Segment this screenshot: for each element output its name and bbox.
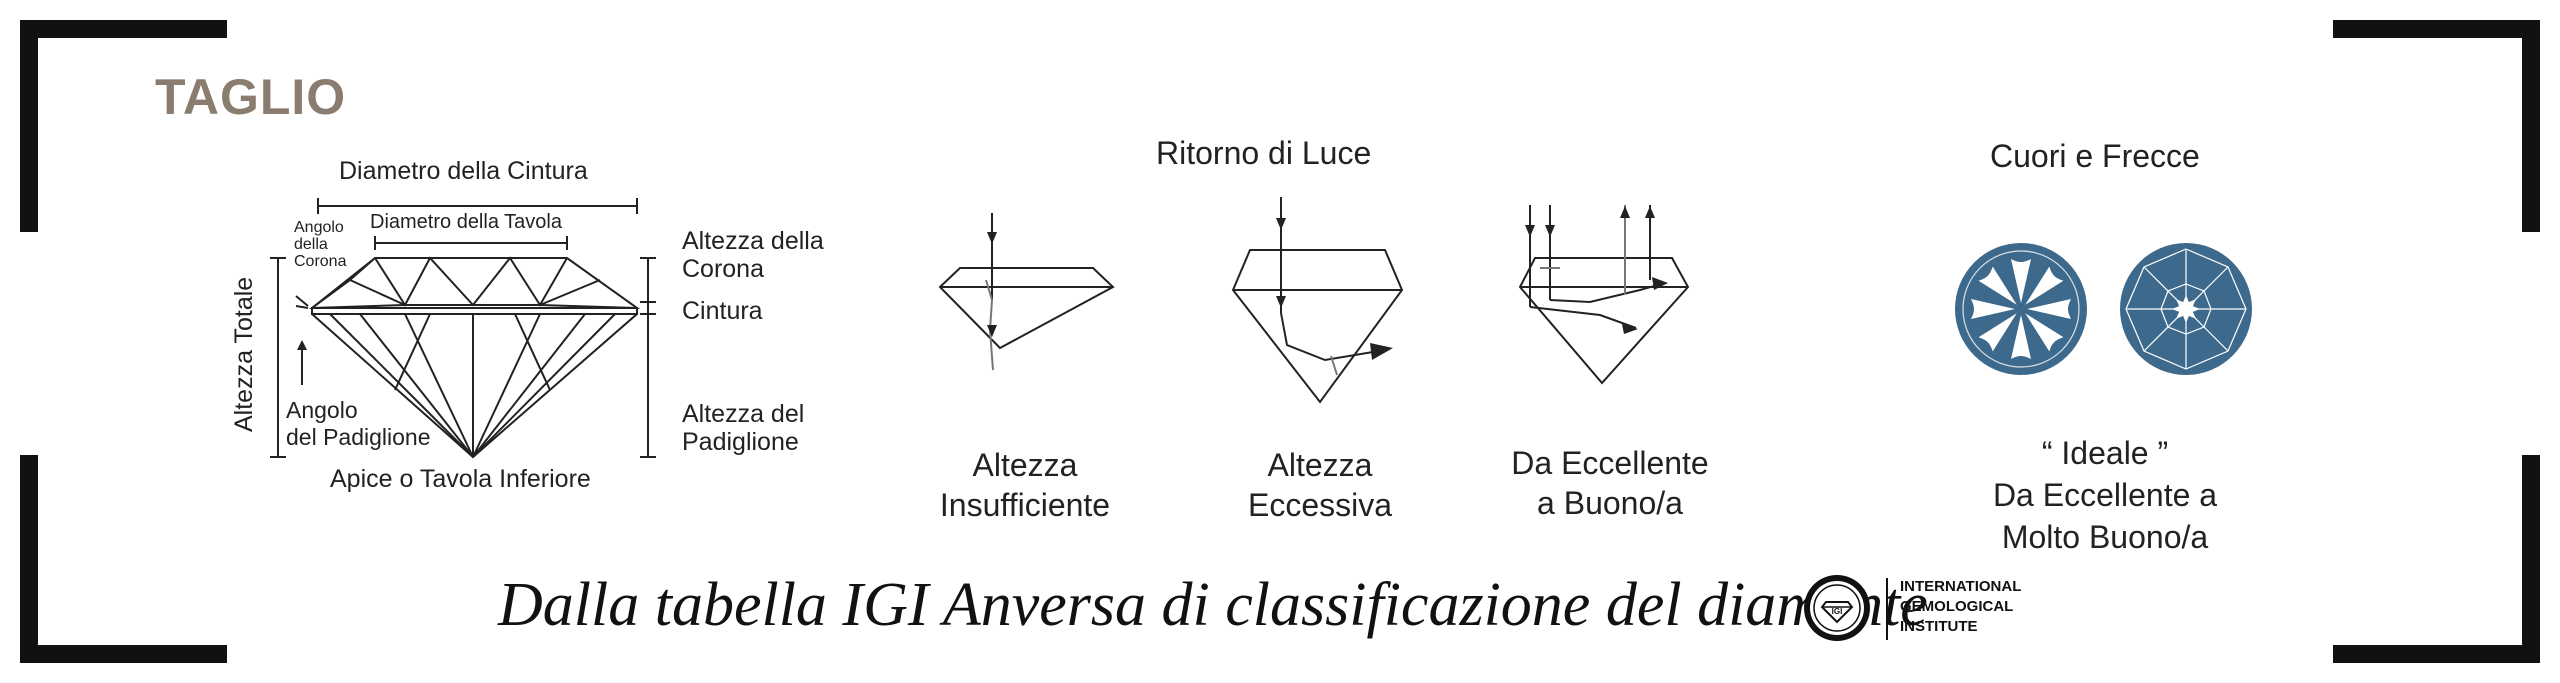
igi-seal-mark: IGI xyxy=(1832,607,1843,616)
pavilion-angle-label: Angolo del Padiglione xyxy=(286,397,431,450)
ideal-cut-caption: Da Eccellente a Buono/a xyxy=(1511,445,1709,521)
culet-label: Apice o Tavola Inferiore xyxy=(330,465,591,493)
igi-divider xyxy=(1886,578,1888,640)
crown-height-label: Altezza della Corona xyxy=(682,227,824,283)
footer-attribution: Dalla tabella IGI Anversa di classificaz… xyxy=(498,571,1928,639)
girdle-diameter-label: Diametro della Cintura xyxy=(339,157,588,185)
crown-angle-label: Angolo della Corona xyxy=(294,219,347,270)
deep-cut-caption: Altezza Eccessiva xyxy=(1247,447,1393,523)
arrows-pattern-icon xyxy=(2120,243,2252,375)
hearts-arrows-heading: Cuori e Frecce xyxy=(1990,138,2200,174)
section-title: TAGLIO xyxy=(155,69,347,125)
girdle-label: Cintura xyxy=(682,297,763,325)
table-diameter-label: Diametro della Tavola xyxy=(370,211,562,233)
shallow-cut-caption: Altezza Insufficiente xyxy=(939,447,1111,523)
igi-wordmark: INTERNATIONAL GEMOLOGICAL INSTITUTE xyxy=(1900,578,2022,635)
igi-seal-icon: IGI xyxy=(1804,575,1870,641)
pavilion-depth-label: Altezza del Padiglione xyxy=(682,400,805,456)
light-return-heading: Ritorno di Luce xyxy=(1156,135,1372,171)
hearts-arrows-caption: “ Ideale ” Da Eccellente a Molto Buono/a xyxy=(1992,435,2218,555)
hearts-pattern-icon xyxy=(1955,243,2087,375)
